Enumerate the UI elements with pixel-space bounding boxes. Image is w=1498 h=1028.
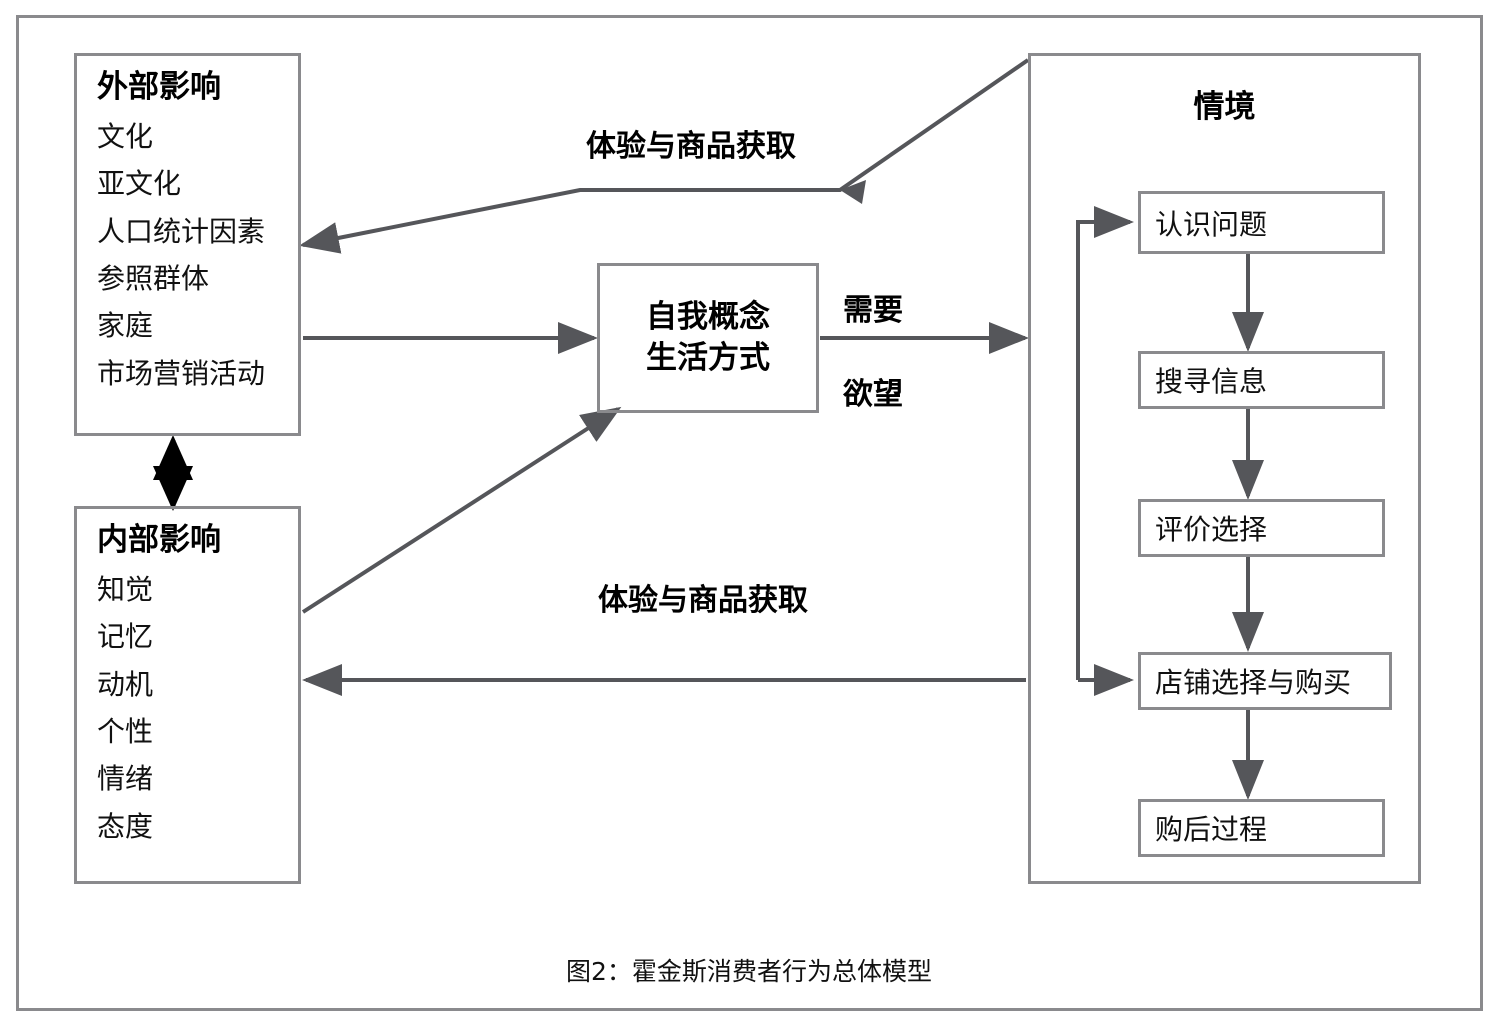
figure-caption: 图2：霍金斯消费者行为总体模型: [566, 957, 932, 986]
process-step-evaluate-alternatives: 评价选择: [1138, 499, 1385, 557]
list-item: 态度: [97, 809, 154, 843]
self-concept-line-1: 自我概念: [646, 298, 770, 335]
situation-title: 情境: [1193, 89, 1256, 125]
process-step-label: 认识问题: [1155, 207, 1268, 241]
list-item: 知觉: [97, 573, 154, 606]
internal-influences-list: 知觉 记忆 动机 个性 情绪 态度: [77, 556, 298, 850]
list-item: 人口统计因素: [97, 214, 266, 248]
external-influences-title: 外部影响: [97, 69, 221, 105]
situation-panel: 情境 认识问题 搜寻信息 评价选择 店铺选择与购买 购后过程: [1028, 53, 1421, 884]
list-item: 文化: [97, 120, 154, 153]
list-item: 记忆: [97, 620, 154, 654]
process-step-label: 评价选择: [1155, 513, 1268, 546]
process-step-label: 店铺选择与购买: [1155, 666, 1352, 699]
list-item: 情绪: [97, 762, 154, 796]
external-influences-panel: 外部影响 文化 亚文化 人口统计因素 参照群体 家庭 市场营销活动: [74, 53, 301, 436]
list-item: 参照群体: [97, 261, 210, 295]
label-bottom-exchange: 体验与商品获取: [598, 583, 808, 618]
self-concept-lifestyle-box: 自我概念 生活方式: [597, 263, 819, 413]
label-top-exchange: 体验与商品获取: [586, 129, 796, 164]
figure-outer-border: [16, 15, 1483, 1011]
process-step-recognize-problem: 认识问题: [1138, 191, 1385, 254]
label-want: 欲望: [843, 377, 903, 412]
external-influences-list: 文化 亚文化 人口统计因素 参照群体 家庭 市场营销活动: [77, 103, 298, 397]
list-item: 市场营销活动: [97, 356, 266, 390]
process-step-search-information: 搜寻信息: [1138, 351, 1385, 409]
process-step-postpurchase: 购后过程: [1138, 799, 1385, 857]
label-need: 需要: [843, 293, 903, 328]
list-item: 动机: [97, 667, 154, 701]
self-concept-line-2: 生活方式: [646, 340, 770, 376]
internal-influences-panel: 内部影响 知觉 记忆 动机 个性 情绪 态度: [74, 506, 301, 884]
list-item: 个性: [97, 714, 154, 748]
internal-influences-title: 内部影响: [97, 522, 221, 558]
list-item: 家庭: [97, 309, 154, 343]
process-step-label: 购后过程: [1155, 813, 1268, 846]
process-step-store-choice-purchase: 店铺选择与购买: [1138, 652, 1392, 710]
list-item: 亚文化: [97, 167, 182, 201]
process-step-label: 搜寻信息: [1155, 365, 1268, 398]
